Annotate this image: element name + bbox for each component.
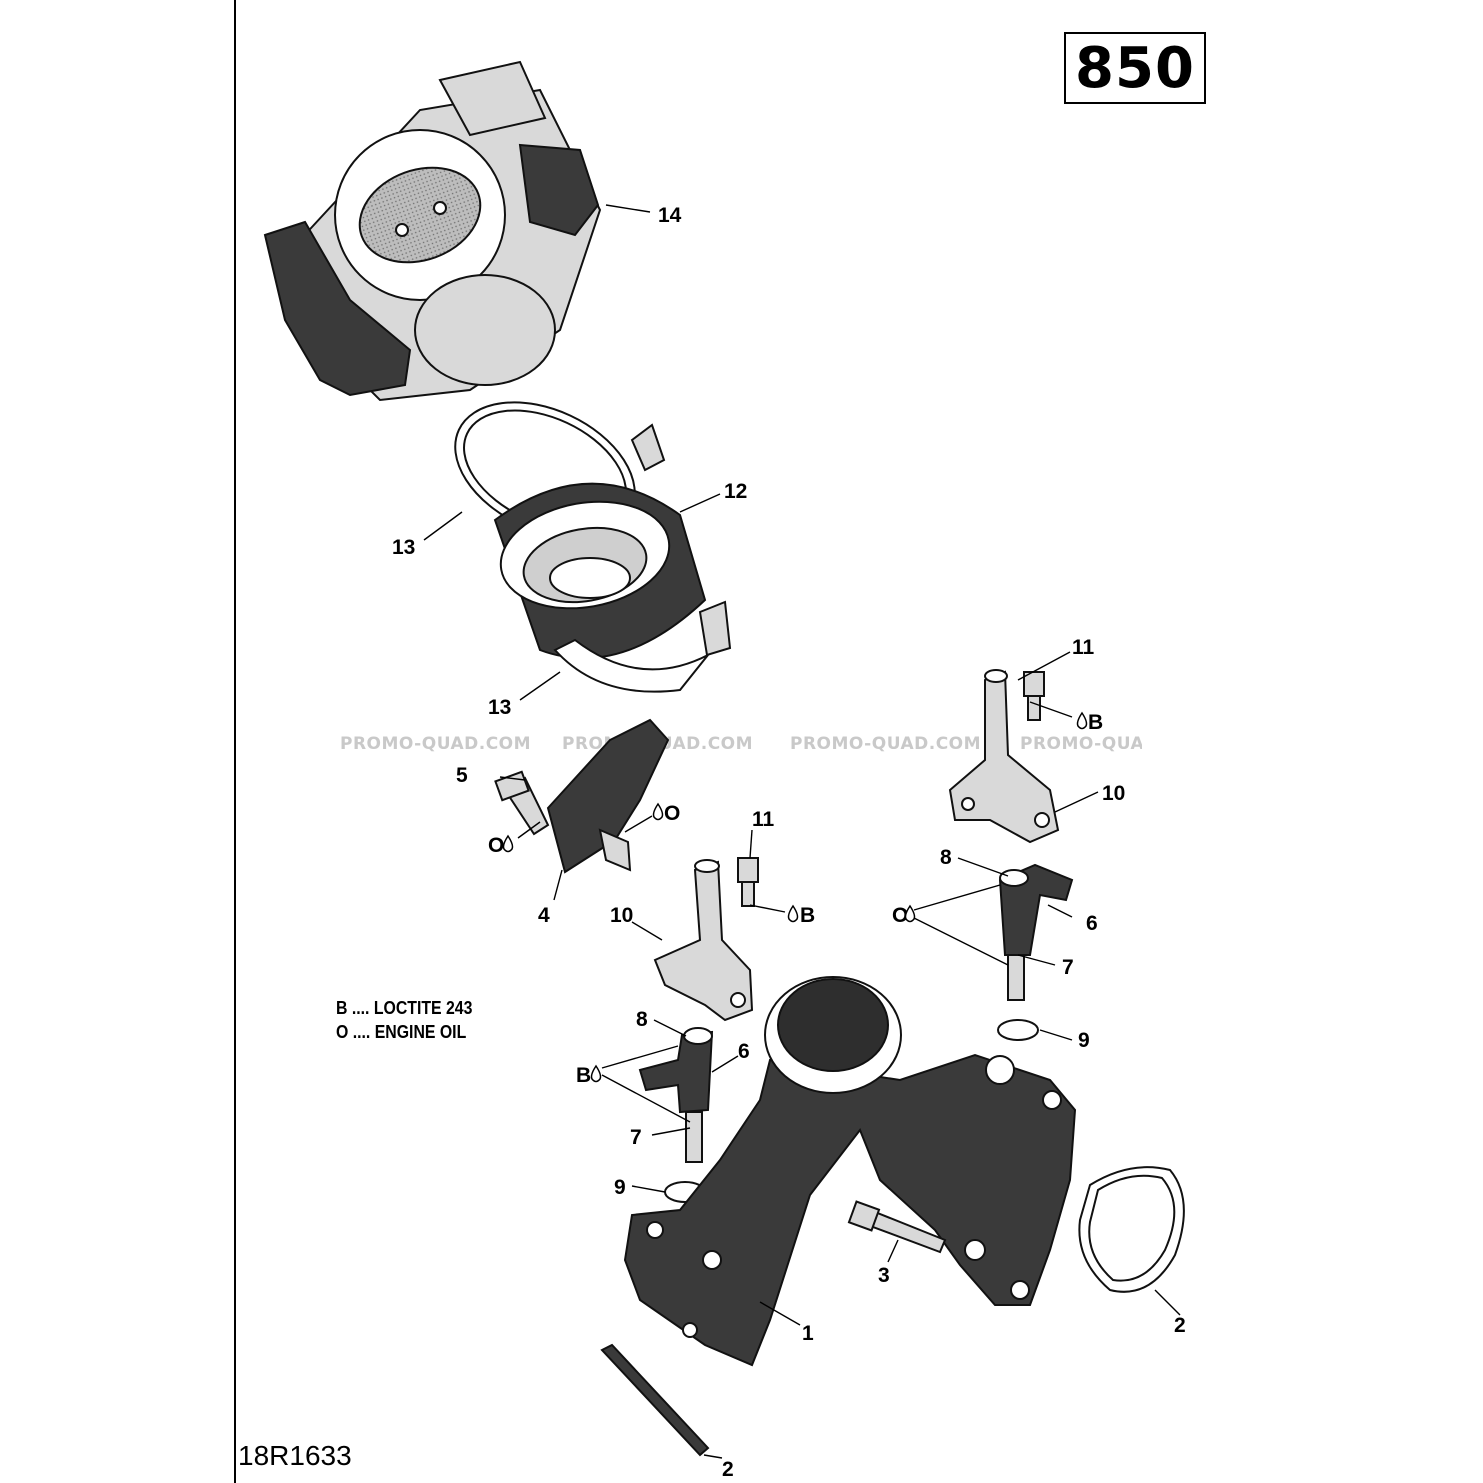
callout-9: 9 [614,1176,626,1199]
callout-13: 13 [392,536,415,559]
legend-item-engine-oil: O .... ENGINE OIL [336,1022,467,1042]
document-code: 18R1633 [238,1440,352,1471]
clamp-lower-part [553,600,732,693]
callout-7: 7 [1062,956,1074,979]
callout-10: 10 [610,904,633,927]
callout-13: 13 [488,696,511,719]
screw-11-upper-part [1023,671,1045,721]
application-marks: B O O B O B [488,711,1103,1087]
callout-2: 2 [1174,1314,1186,1337]
adaptor-boot-part [493,482,707,660]
callout-11: 11 [752,808,775,831]
callout-4: 4 [538,904,550,927]
screw-11-lower-part [737,857,759,907]
page-border-rule [234,0,236,1483]
drop-icon [502,834,514,853]
mark-engine-oil: O [892,904,908,927]
callout-3: 3 [878,1264,890,1287]
callout-8: 8 [940,846,952,869]
throttle-body-part [263,60,602,402]
fuel-rail-lower-part [653,859,754,1022]
callout-6: 6 [738,1040,750,1063]
screw-5-part [494,770,550,836]
callout-6: 6 [1086,912,1098,935]
fuel-rail-upper-part [948,669,1060,844]
callout-2: 2 [722,1458,734,1481]
drop-icon [1076,711,1088,730]
model-badge-text: 850 [1075,35,1195,101]
fuel-injector-right-part [997,863,1074,1041]
callout-12: 12 [724,480,747,503]
drop-icon [904,904,916,923]
intake-manifold-part [623,976,1077,1367]
watermark-text: PROMO-QUA [1020,734,1142,754]
model-badge: 850 [1064,32,1206,104]
mark-loctite: O [488,834,504,857]
drop-icon [787,904,799,923]
legend-item-loctite: B .... LOCTITE 243 [336,998,473,1018]
gasket-ring-bottom-part [600,1343,710,1457]
drop-icon [590,1064,602,1083]
drop-icon [652,802,664,821]
callout-9: 9 [1078,1029,1090,1052]
leader-lines [423,204,1181,1459]
callout-5: 5 [456,764,468,787]
mark-loctite: B [1088,711,1103,734]
callout-14: 14 [658,204,682,227]
callout-11: 11 [1072,636,1095,659]
watermark-text: PROMO-QUAD.COM [790,734,982,754]
gasket-ring-right-part [1078,1166,1185,1293]
mark-engine-oil: B [576,1064,591,1087]
legend: B .... LOCTITE 243 O .... ENGINE OIL [336,996,472,1044]
callout-labels: 14 12 13 13 11 10 5 4 11 10 8 6 7 9 8 6 … [392,204,1186,1481]
callout-7: 7 [630,1126,642,1149]
callout-1: 1 [802,1322,814,1345]
callout-10: 10 [1102,782,1125,805]
screw-3-part [847,1200,947,1254]
mark-engine-oil: O [664,802,680,825]
map-sensor-part [546,718,670,874]
mark-loctite: B [800,904,815,927]
callout-8: 8 [636,1008,648,1031]
watermark-text: PROMO-QUAD.COM [340,734,532,754]
